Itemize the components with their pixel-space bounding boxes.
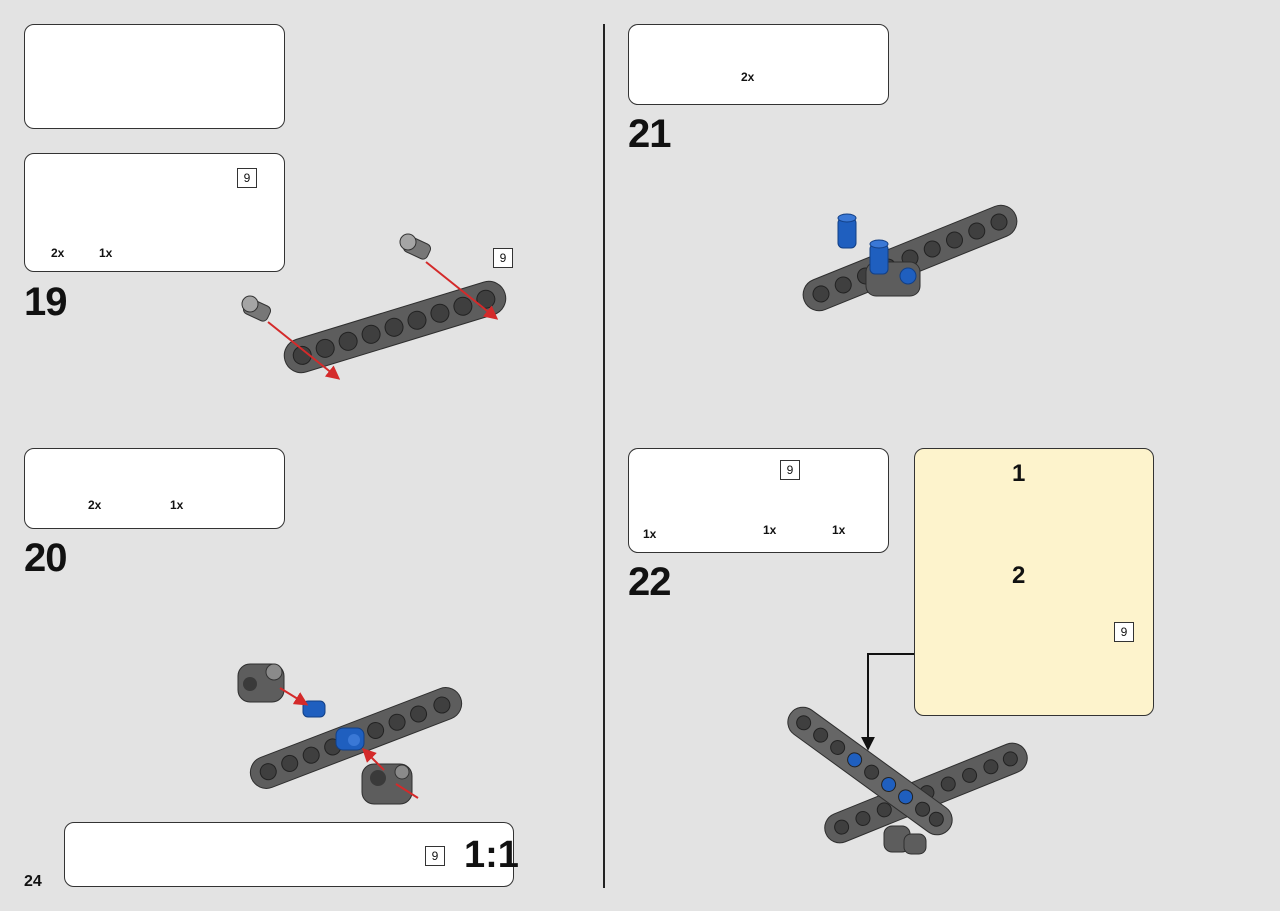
step22-assembly-upper-beam xyxy=(787,706,953,836)
step19-arrow-right xyxy=(425,261,499,320)
step22-part-connector-qty: 1x xyxy=(832,523,846,537)
step20-arrow-bottom-tail xyxy=(395,783,419,799)
step19-part-beam-qty: 1x xyxy=(99,246,113,260)
callout-beam-length-tag: 9 xyxy=(1114,622,1134,642)
step21-assembly-beam xyxy=(802,204,1018,312)
step20-number: 20 xyxy=(24,536,67,580)
callout-substep-1: 1 xyxy=(1012,460,1026,487)
step20-pin-2 xyxy=(335,727,365,751)
step21-pin-upright-1 xyxy=(837,213,857,249)
scale-ruler-label: 1:1 xyxy=(464,834,519,876)
scale-ruler-length-tag: 9 xyxy=(425,846,445,866)
step20-connector-top xyxy=(237,663,285,703)
step19-bush-right xyxy=(399,233,432,260)
step20-arrow-bottom xyxy=(362,748,385,771)
step19-bush-left xyxy=(241,295,272,322)
step21-number: 21 xyxy=(628,112,671,156)
page-number: 24 xyxy=(24,873,42,890)
step19-model-length-tag: 9 xyxy=(493,248,513,268)
step22-beam-length-tag: 9 xyxy=(780,460,800,480)
callout-substep-2: 2 xyxy=(1012,562,1026,589)
step20-pin-1 xyxy=(302,700,326,718)
step19-arrow-left xyxy=(267,321,341,380)
step20-parts-box xyxy=(24,448,285,529)
step22-part-beam-qty: 1x xyxy=(643,527,657,541)
step22-assembly-feet xyxy=(883,825,927,855)
step22-part-pin-qty: 1x xyxy=(763,523,777,537)
step22-callout-box xyxy=(914,448,1154,716)
scale-ruler-box xyxy=(64,822,514,887)
step21-parts-box xyxy=(628,24,889,105)
step21-pin-upright-2 xyxy=(869,239,889,275)
step22-number: 22 xyxy=(628,560,671,604)
step22-parts-box xyxy=(628,448,889,553)
step19-part-bush-qty: 2x xyxy=(51,246,65,260)
step19-assembly-beam xyxy=(283,280,507,374)
step20-part-connector-qty: 2x xyxy=(88,498,102,512)
step21-part-pin-qty: 2x xyxy=(741,70,755,84)
step20-connector-bottom xyxy=(361,763,413,805)
step20-part-pin-qty: 1x xyxy=(170,498,184,512)
step19-beam-length-tag: 9 xyxy=(237,168,257,188)
step19-number: 19 xyxy=(24,280,67,324)
page-divider xyxy=(603,24,605,888)
step20-arrow-top xyxy=(279,687,309,706)
callout-arrow xyxy=(861,653,914,751)
previous-step-box xyxy=(24,24,285,129)
